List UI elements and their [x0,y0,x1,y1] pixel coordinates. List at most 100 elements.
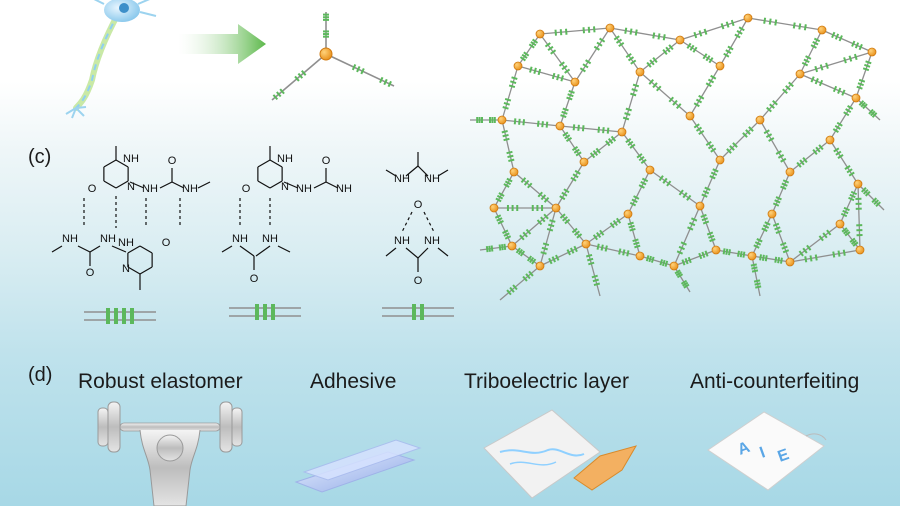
neuron-illustration [65,0,157,119]
symbol-hbond [106,316,110,324]
symbol-hbond [412,312,416,320]
network-chain [771,213,791,263]
network-chain [699,205,717,251]
network-node [497,115,507,125]
network-chain [555,161,585,209]
mid-nh: NH [277,153,293,165]
network-chain [857,183,885,211]
network-chain [639,71,691,117]
network-chain [857,183,861,251]
network-chain [789,249,861,263]
network-chain [747,17,823,31]
network-chain [517,33,541,67]
symbol-hbond [263,304,267,312]
label-adhesive: Adhesive [310,370,397,393]
ur-o: O [414,199,423,211]
network-node [535,29,545,39]
upy2-o: O [162,237,171,249]
label-triboelectric-layer: Triboelectric layer [464,370,629,393]
network-chain [855,51,873,99]
mid-n: N [281,181,289,193]
supramolecular-network [470,13,885,301]
symbol-hbond [271,304,275,312]
symbol-hbond [130,308,134,316]
network-chain [679,39,721,67]
network-chain [839,223,861,251]
network-chain [539,243,587,267]
network-chain [799,29,823,75]
network-chain [639,255,675,267]
upy2-urea-nh: NH [100,233,116,245]
network-chain [673,249,717,267]
network-chain [839,183,859,225]
mid-o: O [242,183,251,195]
network-chain [539,33,576,83]
network-node [669,261,679,271]
ur-nh2: NH [424,173,440,185]
network-chain [499,265,541,301]
network-chain [511,245,541,267]
ur2-o: O [414,275,423,287]
symbol-hbond [106,308,110,316]
network-chain [501,119,515,173]
network-node [579,157,589,167]
star-arm [325,53,395,87]
upy-o: O [88,183,97,195]
network-node [555,121,565,131]
symbol-hbond [122,316,126,324]
upy2-urea-nh2: NH [62,233,78,245]
network-chain [649,169,701,207]
network-chain [821,29,873,53]
network-node [867,47,877,57]
network-node [507,241,517,251]
three-arm-star-monomer [271,12,395,101]
network-chain [585,243,641,257]
aie-letter-i: I [758,444,768,461]
network-chain [585,213,629,245]
panel-label-c: (c) [28,146,52,168]
network-chain [759,119,791,173]
network-chain [673,205,701,267]
network-chain [639,39,681,73]
label-anti-counterfeiting: Anti-counterfeiting [690,370,860,393]
ur2-nh2: NH [424,235,440,247]
symbol-hbond [114,316,118,324]
symbol-hbond [255,312,259,320]
network-chain [855,97,881,121]
network-chain [799,73,857,99]
network-chain [559,125,623,133]
network-node [570,77,580,87]
network-node [635,67,645,77]
network-chain [609,27,681,41]
upy-urea-nh: NH [142,183,158,195]
network-chain [789,223,841,263]
network-node [785,257,795,267]
network-node [755,115,765,125]
network-chain [719,119,761,161]
network-node [715,61,725,71]
network-node [635,251,645,261]
network-node [835,219,845,229]
network-node [785,167,795,177]
ur2-nh: NH [394,235,410,247]
network-node [513,61,523,71]
network-chain [493,171,515,209]
network-chain [493,207,513,247]
mid-urea-o: O [322,155,331,167]
network-chain [609,27,641,73]
network-node [747,251,757,261]
star-arm [271,53,327,101]
network-node [825,135,835,145]
weightlifter-icon [97,401,243,506]
mid2-nh: NH [232,233,248,245]
network-node [581,239,591,249]
network-chain [673,265,691,293]
network-node [685,111,695,121]
symbol-hbond [271,312,275,320]
upy-nh: NH [123,153,139,165]
network-chain [539,27,611,35]
network-chain [559,81,576,127]
network-chain [479,245,513,251]
panel-label-d: (d) [28,364,53,386]
